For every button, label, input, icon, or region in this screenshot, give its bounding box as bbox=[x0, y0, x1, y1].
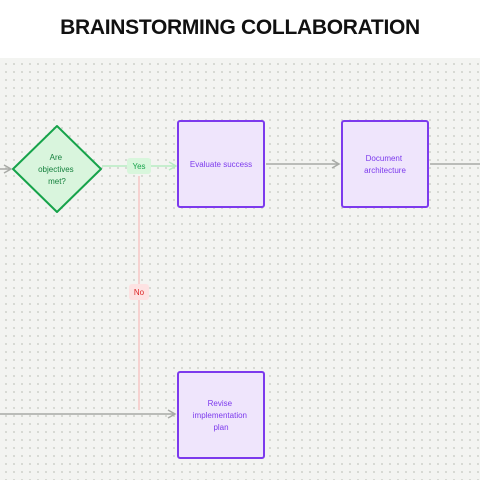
evaluate-label: Evaluate success bbox=[190, 160, 252, 169]
decision-node[interactable]: Are objectives met? bbox=[12, 125, 102, 213]
document-label-line: Document bbox=[366, 154, 403, 163]
document-label-line: architecture bbox=[364, 166, 406, 175]
decision-label-line: met? bbox=[48, 177, 66, 186]
decision-label: Are objectives met? bbox=[38, 153, 76, 186]
revise-label-line: implementation bbox=[193, 411, 247, 420]
yes-label: Yes bbox=[132, 162, 145, 171]
evaluate-success-node[interactable]: Evaluate success bbox=[177, 120, 265, 208]
document-architecture-node[interactable]: Document architecture bbox=[341, 120, 429, 208]
no-label: No bbox=[134, 288, 145, 297]
header: BRAINSTORMING COLLABORATION bbox=[0, 0, 480, 58]
page-title: BRAINSTORMING COLLABORATION bbox=[60, 16, 420, 39]
revise-implementation-plan-node[interactable]: Revise implementation plan bbox=[177, 371, 265, 459]
connectors bbox=[0, 159, 480, 419]
decision-label-line: Are bbox=[50, 153, 63, 162]
decision-label-line: objectives bbox=[38, 165, 74, 174]
revise-label-line: plan bbox=[213, 423, 228, 432]
evaluate-label-line: Evaluate success bbox=[190, 160, 252, 169]
document-label: Document architecture bbox=[364, 154, 406, 175]
revise-label-line: Revise bbox=[208, 399, 233, 408]
revise-label: Revise implementation plan bbox=[193, 399, 249, 432]
no-badge: No bbox=[129, 284, 149, 300]
yes-badge: Yes bbox=[127, 158, 151, 174]
